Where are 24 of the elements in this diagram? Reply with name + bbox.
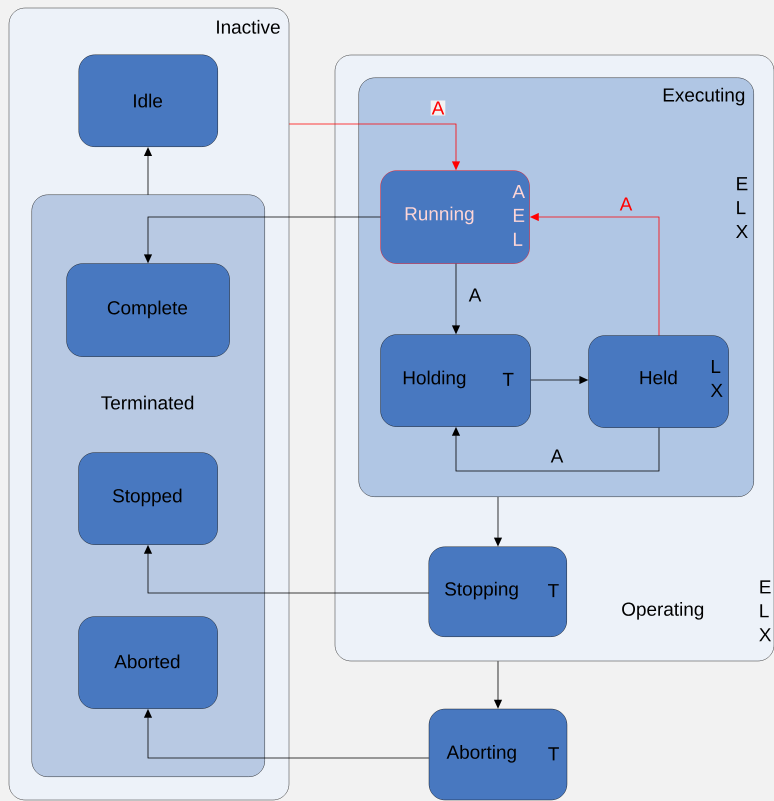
state-label: Terminated [101,396,194,410]
edge-label: A [618,196,634,212]
edge-label: A [550,448,564,464]
state-label: Inactive [217,20,280,34]
edge-label: A [430,100,446,116]
state-label: Stopped [113,488,182,506]
state-label: Idle [134,94,162,108]
status-letters: T [548,584,559,598]
state-label: Holding [404,370,466,388]
state-label: Held [640,370,677,384]
state-label: Executing [664,88,744,106]
state-label: Aborted [114,654,180,668]
status-letters: A E L [512,184,525,246]
state-label: Running [406,206,474,224]
status-letters: E L X [736,177,748,238]
status-letters: E L X [759,580,772,642]
state-label: Complete [108,300,188,318]
status-letters: L X [710,360,723,397]
state-label: Stopping [445,582,518,600]
state-label: Operating [622,602,704,620]
state-label: Aborting [446,744,516,763]
status-letters: T [548,747,559,760]
edge-label: A [468,288,482,303]
status-letters: T [502,372,514,386]
